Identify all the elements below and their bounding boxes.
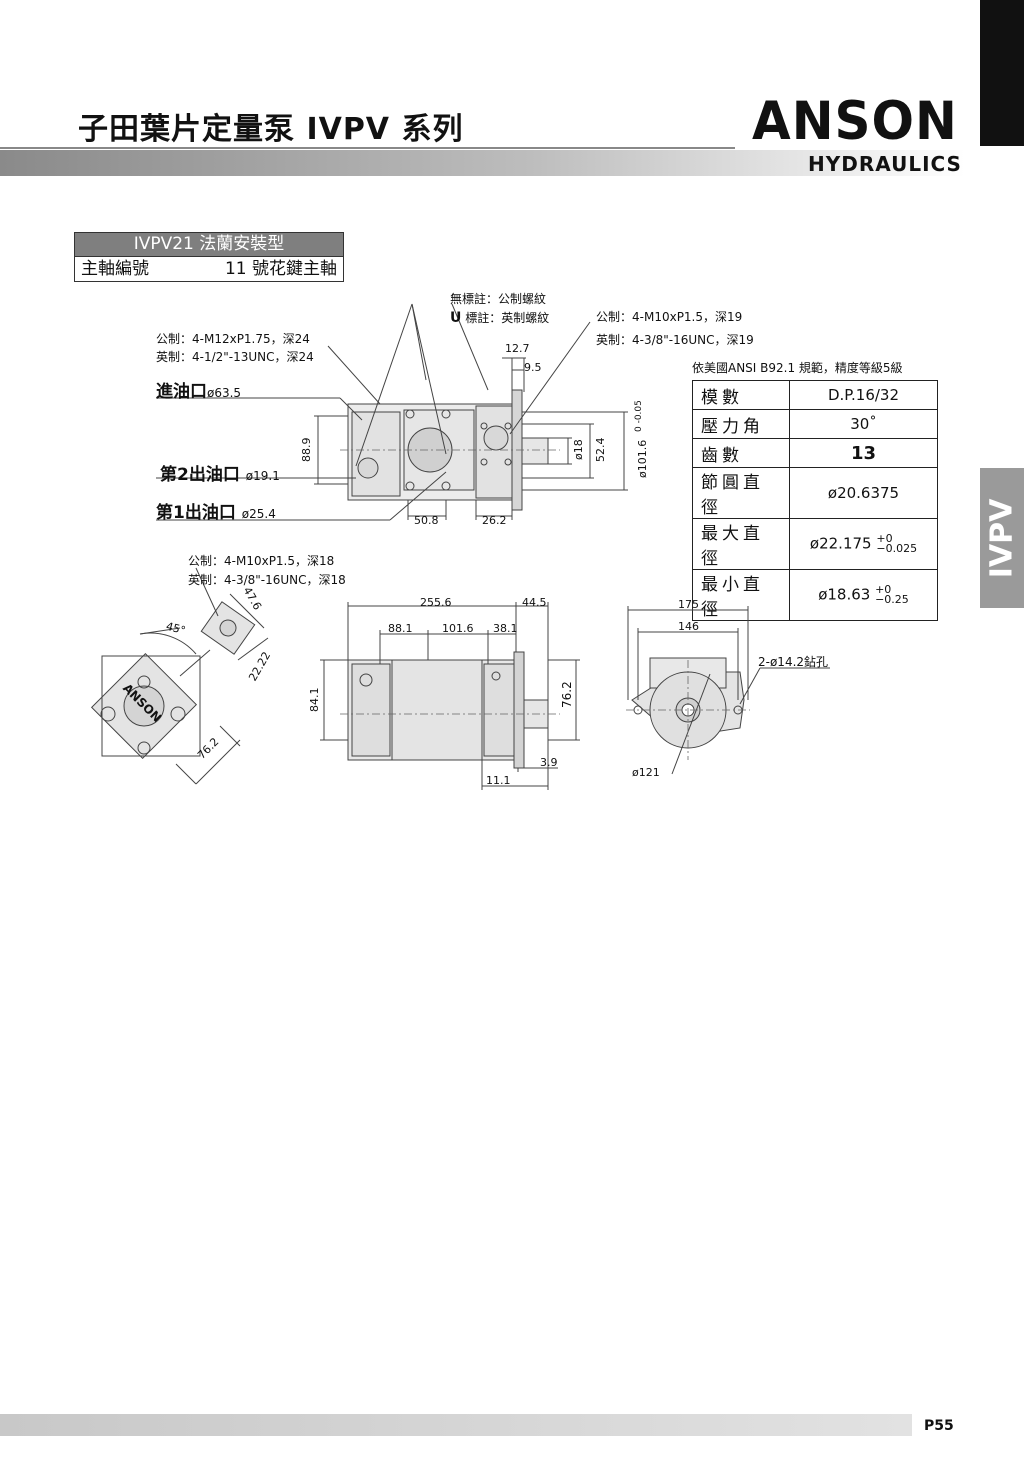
page-number: P55 xyxy=(924,1418,954,1434)
outlet2-port-label: 第2出油口 ø19.1 xyxy=(160,460,280,485)
model-shaft-row: 主軸編號 11 號花鍵主軸 xyxy=(75,256,343,281)
spec-value: ø20.6375 xyxy=(789,467,938,519)
brand-subtitle: HYDRAULICS xyxy=(808,152,962,176)
outlet2-size: ø19.1 xyxy=(245,469,280,483)
spec-key: 齒數 xyxy=(692,438,790,468)
model-name: IVPV21 法蘭安裝型 xyxy=(75,233,343,256)
port-thread-metric: 公制：4-M10xP1.5，深18 xyxy=(188,554,335,568)
inlet-thread-imperial: 英制：4-1/2"-13UNC，深24 xyxy=(156,350,314,364)
outlet2-label: 第2出油口 xyxy=(160,465,240,485)
spec-value: ø22.175 xyxy=(809,534,872,553)
note-no-mark: 無標註：公制螺紋 xyxy=(450,292,547,306)
tol-up: +0 xyxy=(876,532,893,545)
pump-top-endcap xyxy=(351,411,401,497)
header-bar xyxy=(0,150,965,176)
dim-76-2-side: 76.2 xyxy=(560,681,574,708)
note-u-mark: U 標註：英制螺紋 xyxy=(450,309,549,326)
spec-value: D.P.16/32 xyxy=(789,380,938,410)
spec-value-tol: ø22.175 +0−0.025 xyxy=(789,518,938,570)
dim-175: 175 xyxy=(678,598,699,611)
side-tab[interactable]: IVPV xyxy=(980,468,1024,608)
dim-44-5: 44.5 xyxy=(522,596,547,609)
shaft-label: 主軸編號 xyxy=(81,259,149,279)
inlet-thread-metric: 公制：4-M12xP1.75，深24 xyxy=(156,332,310,346)
flange-thread-metric: 公制：4-M10xP1.5，深19 xyxy=(596,310,743,324)
dim-88-9: 88.9 xyxy=(300,437,313,463)
spec-value: 30˚ xyxy=(789,409,938,439)
u-mark-prefix: U xyxy=(450,310,462,326)
outlet1-size: ø25.4 xyxy=(241,507,276,521)
outlet1-port-label: 第1出油口 ø25.4 xyxy=(156,498,276,523)
port-thread-imperial: 英制：4-3/8"-16UNC，深18 xyxy=(188,573,346,587)
outlet1-label: 第1出油口 xyxy=(156,503,236,523)
u-mark-text: 標註：英制螺紋 xyxy=(465,311,550,325)
pump-top-rear xyxy=(475,405,517,499)
dim-26-2: 26.2 xyxy=(482,514,507,527)
dim-38-1: 38.1 xyxy=(493,622,518,635)
brand-logo: ANSON xyxy=(752,90,958,152)
page-title: 子田葉片定量泵 IVPV 系列 xyxy=(78,112,464,147)
inlet-port-label: 進油口ø63.5 xyxy=(156,377,241,402)
spec-value-tol: ø18.63 +0−0.25 xyxy=(789,569,938,621)
dim-84-1: 84.1 xyxy=(308,687,321,713)
spec-key: 節圓直徑 xyxy=(692,467,790,519)
inlet-size: ø63.5 xyxy=(207,386,242,400)
drill-note: 2-ø14.2鉆孔 xyxy=(758,655,829,669)
dim-11-1: 11.1 xyxy=(486,774,511,787)
spline-caption: 依美國ANSI B92.1 規範，精度等級5級 xyxy=(692,361,903,375)
dim-101-6: ø101.6 xyxy=(636,439,649,478)
dim-101-6-side: 101.6 xyxy=(442,622,474,635)
pump-top-shaft xyxy=(521,437,549,465)
flange-thread-imperial: 英制：4-3/8"-16UNC，深19 xyxy=(596,333,754,347)
dim-121: ø121 xyxy=(632,766,660,779)
inlet-label: 進油口 xyxy=(156,382,207,402)
dim-50-8: 50.8 xyxy=(414,514,439,527)
dim-18: ø18 xyxy=(572,439,585,460)
tolerance: +0−0.25 xyxy=(875,583,909,606)
dim-255-6: 255.6 xyxy=(420,596,452,609)
dim-146: 146 xyxy=(678,620,699,633)
tol-down: −0.25 xyxy=(875,593,909,606)
dim-12-7: 12.7 xyxy=(505,342,530,355)
dim-3-9: 3.9 xyxy=(540,756,558,769)
dim-88-1: 88.1 xyxy=(388,622,413,635)
model-box: IVPV21 法蘭安裝型 主軸編號 11 號花鍵主軸 xyxy=(74,232,344,282)
dim-9-5: 9.5 xyxy=(524,361,542,374)
spec-key: 最小直徑 xyxy=(692,569,790,621)
tolerance: +0−0.025 xyxy=(876,532,918,555)
tol-up: +0 xyxy=(875,583,892,596)
shaft-value: 11 號花鍵主軸 xyxy=(224,259,337,279)
header-rule xyxy=(0,147,735,149)
tol-down: −0.025 xyxy=(876,542,918,555)
dim-101-6-tol: 0 -0.05 xyxy=(634,400,644,432)
footer-bar xyxy=(0,1414,912,1436)
side-marker xyxy=(980,0,1024,146)
dim-52-4: 52.4 xyxy=(594,437,607,463)
spec-key: 最大直徑 xyxy=(692,518,790,570)
spec-value: ø18.63 xyxy=(818,585,871,604)
